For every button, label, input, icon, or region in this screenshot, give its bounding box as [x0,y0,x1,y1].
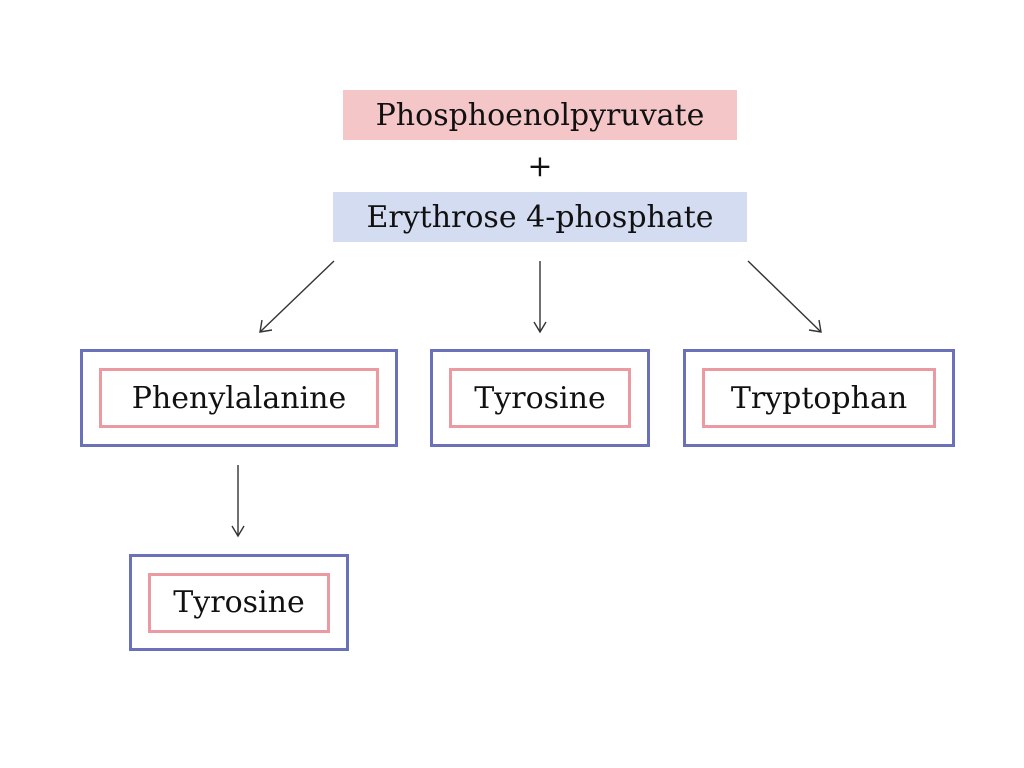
erythrose-4-phosphate-label: Erythrose 4-phosphate [333,192,747,242]
tyrosine-from-phenylalanine-label: Tyrosine [148,572,330,633]
tyrosine-from-phenylalanine-box: Tyrosine [129,554,349,651]
phenylalanine-label: Phenylalanine [99,368,379,428]
arrow-to-phenylalanine [259,260,335,333]
plus-sign: + [527,148,553,184]
tyrosine-label: Tyrosine [449,368,631,428]
tyrosine-box: Tyrosine [430,349,650,447]
arrow-to-tyrosine [533,261,547,334]
arrow-phenylalanine-to-tyrosine [231,465,245,538]
arrow-to-tryptophan [747,260,822,333]
tryptophan-label: Tryptophan [702,368,936,428]
phosphoenolpyruvate-label: Phosphoenolpyruvate [343,90,737,140]
phenylalanine-box: Phenylalanine [80,349,398,447]
tryptophan-box: Tryptophan [683,349,955,447]
